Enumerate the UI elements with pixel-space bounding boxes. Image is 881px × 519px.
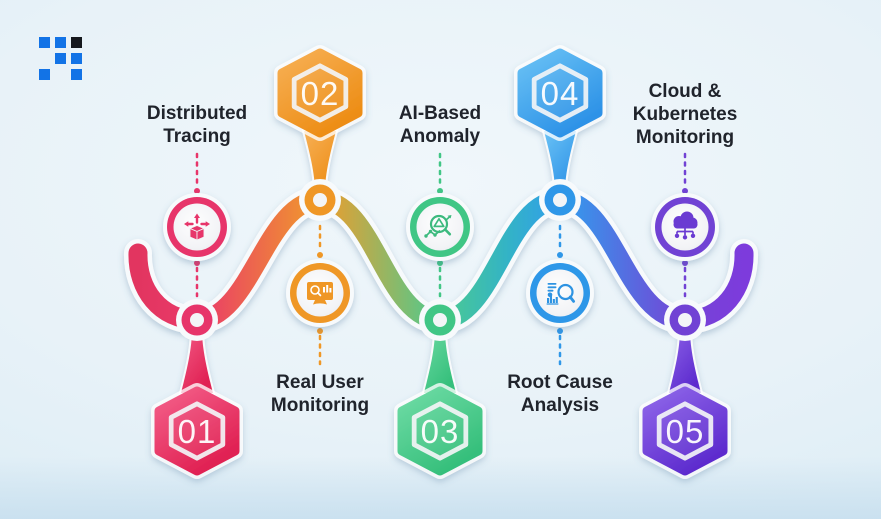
monitor-analytics-icon [286, 259, 354, 327]
step-3-number: 03 [421, 413, 460, 450]
connector-step-2 [317, 224, 323, 366]
pixel-grid-logo [39, 37, 82, 80]
step-2-label: Real User Monitoring [270, 372, 370, 416]
logo-square [71, 53, 82, 64]
step-5-pin-hexagon: 05 [647, 391, 723, 471]
step-1-pin: 01 [159, 319, 235, 471]
step-3-pin: 03 [402, 319, 478, 471]
step-3-label: AI-Based Anomaly [398, 103, 482, 147]
logo-square [55, 37, 66, 48]
step-2-node [299, 179, 341, 221]
connector-step-5 [682, 152, 688, 298]
connector-step-4 [557, 224, 563, 366]
step-5-node [664, 299, 706, 341]
logo-square [71, 69, 82, 80]
step-3-pin-hexagon: 03 [402, 391, 478, 471]
step-1-label: Distributed Tracing [146, 103, 248, 147]
step-5-label: Cloud & Kubernetes Monitoring [632, 81, 738, 148]
step-4-number: 04 [541, 75, 580, 112]
report-magnifier-icon [526, 259, 594, 327]
cloud-network-icon [651, 193, 719, 261]
connector-step-1 [194, 152, 200, 298]
connector-step-3 [437, 152, 443, 298]
step-5-number: 05 [666, 413, 705, 450]
logo-square [55, 53, 66, 64]
box-arrows-icon [163, 193, 231, 261]
wave-nodes [176, 179, 706, 341]
step-1-pin-hexagon: 01 [159, 391, 235, 471]
logo-square [39, 37, 50, 48]
step-2-number: 02 [301, 75, 340, 112]
step-2-pin-hexagon: 02 [282, 53, 358, 133]
logo-square [39, 69, 50, 80]
step-3-node [419, 299, 461, 341]
anomaly-magnifier-icon [406, 193, 474, 261]
logo-square [71, 37, 82, 48]
step-1-node [176, 299, 218, 341]
step-4-node [539, 179, 581, 221]
step-5-pin: 05 [647, 319, 723, 471]
dotted-connectors [194, 152, 688, 366]
step-2-pin: 02 [282, 53, 358, 201]
step-4-label: Root Cause Analysis [507, 372, 613, 416]
step-4-pin: 04 [522, 53, 598, 201]
step-1-number: 01 [178, 413, 217, 450]
step-4-pin-hexagon: 04 [522, 53, 598, 133]
